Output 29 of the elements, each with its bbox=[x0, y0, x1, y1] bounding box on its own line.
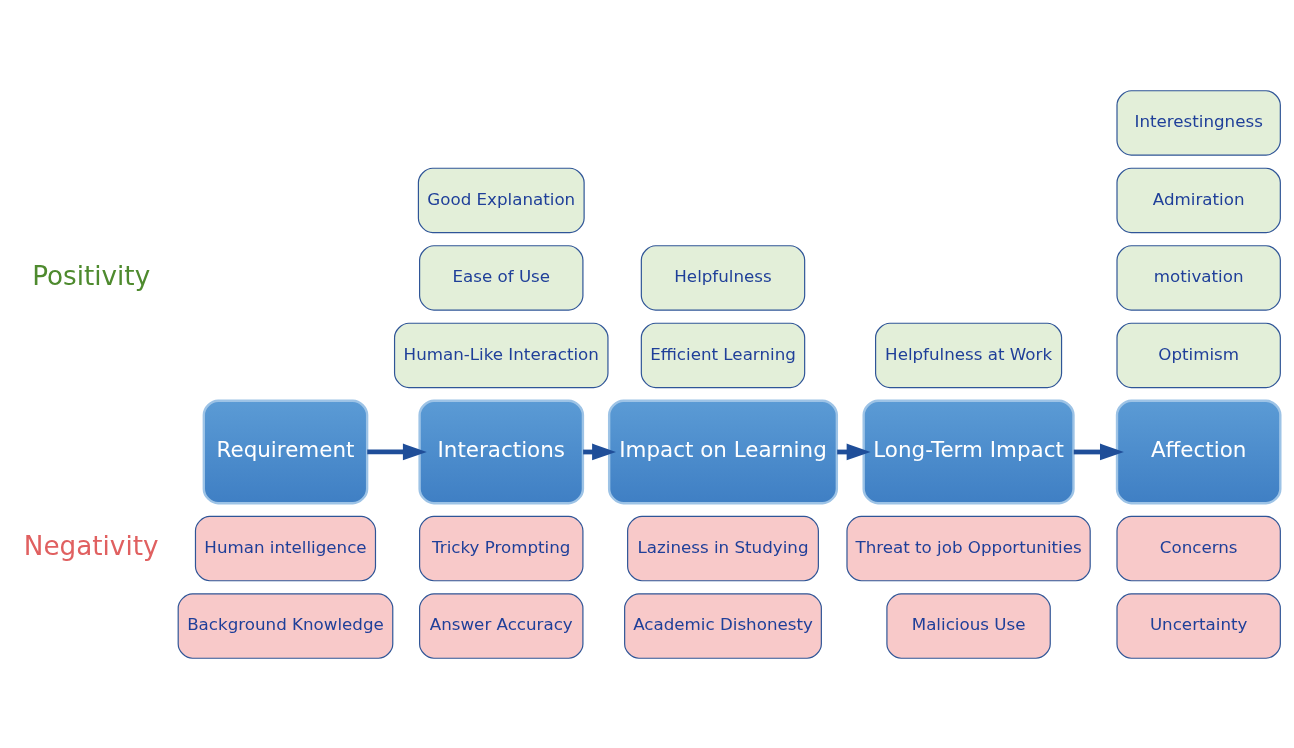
node-box: Efficient Learning bbox=[640, 322, 806, 388]
node-box: Requirement bbox=[202, 399, 369, 504]
arrow bbox=[1073, 443, 1124, 460]
node-box: Interestingness bbox=[1116, 89, 1281, 156]
node-box: Uncertainty bbox=[1116, 592, 1281, 659]
node-box: Concerns bbox=[1116, 515, 1281, 581]
node-box: Helpfulness bbox=[640, 244, 806, 311]
node-box: Affection bbox=[1115, 399, 1282, 504]
label: Negativity bbox=[23, 530, 159, 561]
node-box: motivation bbox=[1116, 244, 1281, 311]
node-box: Laziness in Studying bbox=[627, 515, 819, 581]
node-box: Admiration bbox=[1116, 167, 1281, 233]
node-box: Academic Dishonesty bbox=[624, 592, 822, 659]
node-box: Answer Accuracy bbox=[419, 592, 584, 659]
label: Positivity bbox=[32, 260, 151, 291]
arrow bbox=[367, 443, 427, 460]
node-box: Helpfulness at Work bbox=[875, 322, 1063, 388]
node-box: Interactions bbox=[418, 399, 585, 504]
node-box: Background Knowledge bbox=[177, 592, 394, 659]
node-box: Good Explanation bbox=[417, 167, 585, 233]
node-box: Malicious Use bbox=[886, 592, 1051, 659]
node-box: Long-Term Impact bbox=[862, 399, 1075, 504]
node-box: Human-Like Interaction bbox=[393, 322, 609, 388]
node-box: Human intelligence bbox=[194, 515, 377, 581]
node-box: Optimism bbox=[1116, 322, 1281, 388]
node-box: Threat to job Opportunities bbox=[846, 515, 1091, 581]
node-box: Impact on Learning bbox=[607, 399, 839, 504]
node-box: Ease of Use bbox=[419, 244, 584, 311]
node-box: Tricky Prompting bbox=[419, 515, 584, 581]
